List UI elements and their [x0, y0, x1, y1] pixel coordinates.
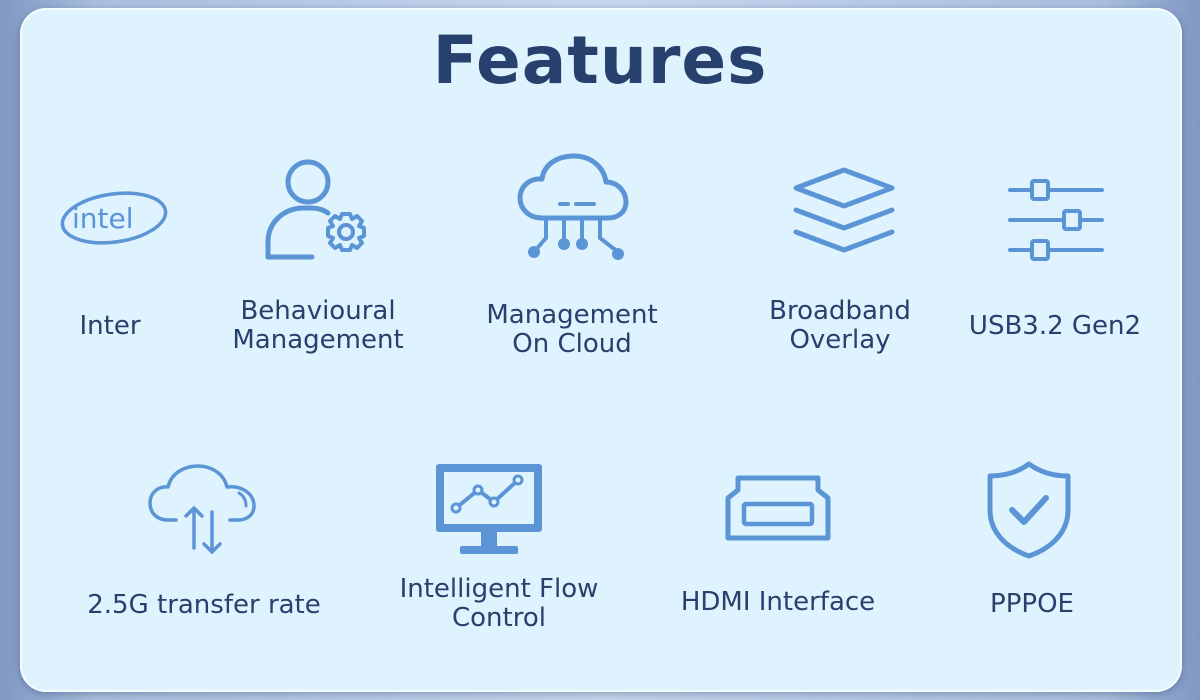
cloud-network-icon [517, 153, 629, 260]
feature-label-usb32-gen2: USB3.2 Gen2 [968, 311, 1142, 341]
label-line: Control [452, 603, 546, 633]
label-line: Intelligent Flow [399, 574, 599, 604]
feature-label-broadband-overlay: Broadband Overlay [740, 297, 940, 355]
monitor-chart-icon [436, 464, 542, 554]
feature-label-inter: Inter [79, 311, 141, 341]
feature-label-intelligent-flow-control: Intelligent Flow Control [374, 575, 624, 633]
label-line: On Cloud [512, 329, 632, 359]
feature-label-hdmi-interface: HDMI Interface [680, 587, 876, 617]
feature-label-management-on-cloud: Management On Cloud [462, 301, 682, 359]
user-settings-icon [265, 159, 366, 260]
intel-logo-text: intel [72, 202, 134, 235]
features-panel [20, 8, 1182, 692]
hdmi-port-icon [725, 475, 831, 541]
label-line: Management [232, 325, 404, 355]
feature-label-pppoe: PPPOE [990, 589, 1074, 619]
layers-icon [793, 167, 895, 253]
shield-check-icon [987, 461, 1071, 559]
feature-label-behavioural-management: Behavioural Management [208, 297, 428, 355]
cloud-transfer-icon [148, 464, 256, 554]
label-line: Management [486, 300, 658, 330]
intel-logo-icon: intel [60, 191, 168, 245]
label-line: Behavioural [240, 296, 396, 326]
feature-label-transfer-rate: 2.5G transfer rate [87, 590, 321, 620]
page-title: Features [432, 22, 768, 99]
label-line: Broadband [769, 296, 911, 326]
label-line: Overlay [789, 325, 891, 355]
sliders-icon [1008, 179, 1104, 261]
